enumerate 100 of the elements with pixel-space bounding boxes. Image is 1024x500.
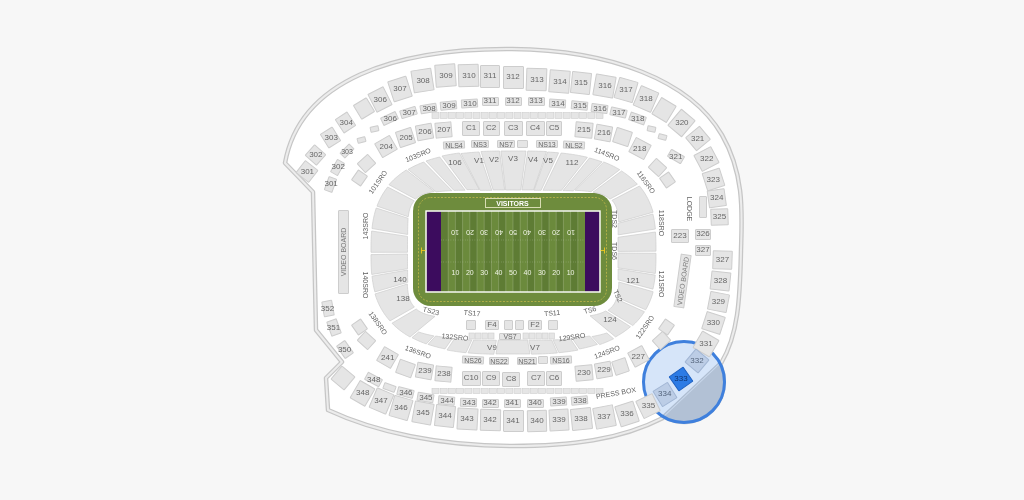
section-number: 306	[382, 114, 396, 122]
seating-section	[514, 320, 524, 330]
seating-section	[616, 282, 653, 310]
section-number: 218	[633, 144, 647, 152]
seating-section	[371, 253, 408, 275]
section-number: V2	[489, 156, 499, 164]
video-board	[337, 210, 349, 294]
seating-section	[548, 408, 570, 432]
section-number: 327	[696, 246, 710, 254]
section-number: C6	[548, 374, 560, 382]
seating-section	[618, 269, 656, 290]
section-number: 345	[416, 409, 430, 417]
seating-section	[457, 63, 479, 87]
seating-section	[656, 132, 668, 142]
section-number: 346	[398, 388, 412, 396]
section-number: C9	[485, 374, 497, 382]
section-number: 344	[438, 412, 452, 420]
section-number: 223	[673, 232, 687, 240]
section-number: 316	[592, 104, 606, 112]
section-number: 227	[631, 352, 645, 360]
section-number: 343	[461, 398, 475, 406]
section-number: C10	[463, 374, 479, 382]
section-number: 341	[506, 417, 520, 425]
seating-section	[548, 320, 558, 330]
section-number: 215	[577, 126, 591, 134]
section-number: 314	[552, 77, 566, 85]
section-number: 308	[415, 76, 429, 84]
seating-section	[618, 214, 656, 236]
section-number: V5	[543, 157, 553, 165]
section-number: 331	[699, 340, 713, 348]
seating-section	[645, 125, 657, 133]
section-number: V9	[487, 344, 497, 352]
seating-section	[711, 250, 733, 270]
section-number: 350	[338, 345, 352, 353]
section-number: 351	[327, 323, 341, 331]
seating-section	[388, 170, 435, 200]
section-number: 339	[551, 397, 565, 405]
section-number: 338	[574, 415, 588, 423]
section-number: 327	[715, 256, 729, 264]
seating-section	[495, 340, 530, 354]
seating-section	[500, 151, 526, 190]
section-number: 328	[713, 277, 727, 285]
section-number: 335	[641, 402, 655, 410]
seating-section	[699, 196, 707, 218]
section-number: 310	[461, 71, 475, 79]
section-number: 315	[572, 101, 586, 109]
section-number: 313	[529, 75, 543, 83]
section-number: 307	[401, 108, 415, 116]
section-number: 303	[323, 133, 337, 141]
section-number: 340	[528, 399, 542, 407]
section-number: 341	[505, 399, 519, 407]
section-number: C5	[548, 124, 560, 132]
section-number: 121	[626, 277, 640, 285]
section-number: 124	[603, 316, 617, 324]
section-number: 332	[690, 357, 704, 365]
section-number: 308	[421, 104, 435, 112]
seating-section	[455, 407, 479, 431]
seating-section	[593, 171, 638, 200]
section-number: 338	[572, 396, 586, 404]
section-number: 325	[712, 213, 726, 221]
section-number: 342	[483, 399, 497, 407]
section-number: 348	[366, 375, 380, 383]
section-number: 302	[330, 163, 344, 171]
section-number: 106	[448, 159, 462, 167]
section-number: 323	[706, 175, 720, 183]
section-number: 330	[706, 319, 720, 327]
section-number: 140	[393, 276, 407, 284]
section-number: 311	[483, 97, 497, 105]
section-number: 229	[596, 366, 610, 374]
seating-section	[368, 125, 380, 133]
section-number: 314	[550, 99, 564, 107]
section-number: V7	[530, 344, 540, 352]
section-number: 313	[529, 97, 543, 105]
seating-section	[618, 252, 657, 274]
seating-section	[574, 121, 594, 139]
section-number: C7	[530, 374, 542, 382]
section-number: 230	[577, 369, 591, 377]
section-number: 346	[394, 404, 408, 412]
sideline-banner	[484, 198, 541, 208]
seating-section	[618, 231, 657, 252]
seating-section	[371, 208, 408, 235]
section-number: 333	[674, 375, 688, 383]
section-number: 312	[506, 97, 520, 105]
section-number: 334	[658, 390, 672, 398]
section-number: C1	[465, 124, 477, 132]
section-number: 348	[356, 389, 370, 397]
seating-section	[479, 408, 501, 432]
section-number: 310	[462, 99, 476, 107]
seating-section	[371, 270, 408, 293]
section-number: 307	[393, 85, 407, 93]
section-number: 304	[338, 118, 352, 126]
section-number: F2	[530, 321, 540, 329]
section-number: 312	[506, 73, 520, 81]
section-number: 326	[696, 230, 710, 238]
section-number: 239	[417, 367, 431, 375]
seating-section	[411, 332, 434, 344]
section-number: C3	[507, 124, 519, 132]
section-number: V1	[474, 157, 484, 165]
section-number: C2	[485, 124, 497, 132]
section-number: 112	[565, 159, 579, 167]
